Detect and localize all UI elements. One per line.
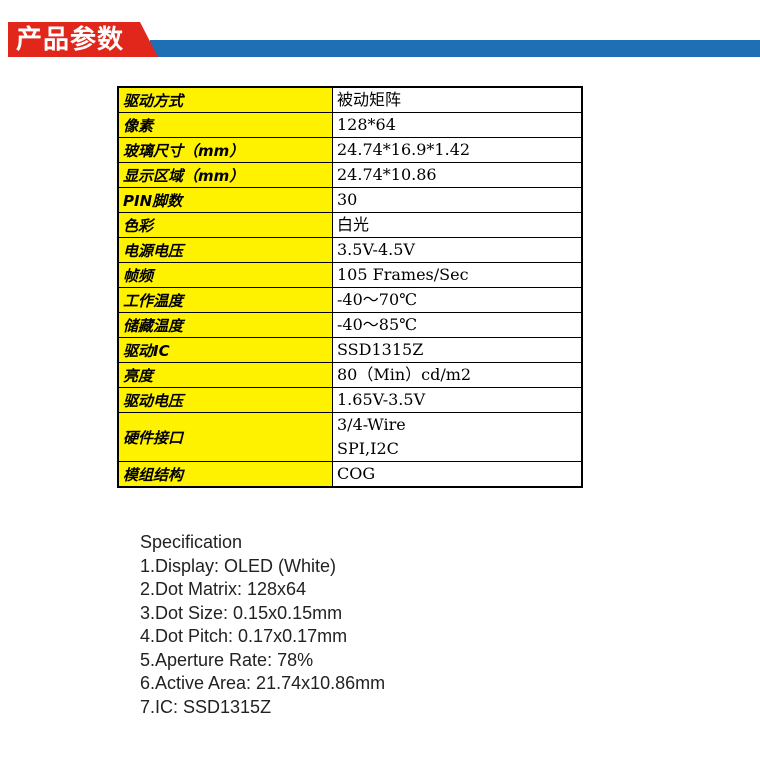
spec-label: 驱动IC (117, 337, 333, 363)
spec-label: 显示区域（mm） (117, 162, 333, 188)
spec-value: COG (332, 461, 583, 488)
spec-value: 3.5V-4.5V (332, 237, 583, 263)
spec-value-line: 3/4-Wire (337, 415, 406, 434)
spec-value-line: 1.65V-3.5V (337, 390, 426, 409)
spec-value: -40～70℃ (332, 287, 583, 313)
spec-label: 亮度 (117, 362, 333, 388)
spec-label: 工作温度 (117, 287, 333, 313)
table-row: 显示区域（mm）24.74*10.86 (117, 162, 583, 188)
spec-label: 帧频 (117, 262, 333, 288)
spec-item: 1.Display: OLED (White) (140, 555, 337, 576)
spec-item: 5.Aperture Rate: 78% (140, 649, 314, 670)
spec-item: 6.Active Area: 21.74x10.86mm (140, 673, 386, 693)
specification-heading: Specification (140, 532, 243, 552)
spec-label: 模组结构 (117, 461, 333, 488)
spec-value: 24.74*16.9*1.42 (332, 137, 583, 163)
spec-value: 105 Frames/Sec (332, 262, 583, 288)
spec-item: 2.Dot Matrix: 128x64 (140, 579, 307, 599)
spec-label: 驱动电压 (117, 387, 333, 413)
spec-label: 色彩 (117, 212, 333, 238)
spec-item: 3.Dot Size: 0.15x0.15mm (140, 602, 343, 623)
spec-value-line: 白光 (337, 215, 370, 234)
table-row: 驱动方式被动矩阵 (117, 86, 583, 113)
page-title: 产品参数 (16, 25, 125, 55)
spec-value-line: 30 (337, 190, 358, 209)
spec-value: 80（Min）cd/m2 (332, 362, 583, 388)
spec-value-line: 128*64 (337, 115, 396, 134)
header-banner: 产品参数 (0, 22, 760, 62)
spec-label: 硬件接口 (117, 412, 333, 462)
spec-label: PIN脚数 (117, 187, 333, 213)
spec-label: 电源电压 (117, 237, 333, 263)
table-row: 工作温度-40～70℃ (117, 287, 583, 313)
spec-value-line: -40～85℃ (337, 315, 418, 334)
spec-value-line: 3.5V-4.5V (337, 240, 415, 259)
spec-label: 玻璃尺寸（mm） (117, 137, 333, 163)
spec-value: SSD1315Z (332, 337, 583, 363)
spec-item: 4.Dot Pitch: 0.17x0.17mm (140, 626, 348, 646)
spec-value-line: 80（Min）cd/m2 (337, 365, 472, 384)
spec-value: 30 (332, 187, 583, 213)
table-row: 储藏温度-40～85℃ (117, 312, 583, 338)
spec-value-line: 被动矩阵 (337, 90, 402, 109)
spec-value: 128*64 (332, 112, 583, 138)
spec-value-line: 105 Frames/Sec (337, 265, 469, 284)
spec-value: 白光 (332, 212, 583, 238)
spec-value: 24.74*10.86 (332, 162, 583, 188)
header-tab (8, 22, 158, 57)
spec-value: 被动矩阵 (332, 86, 583, 113)
spec-value: 1.65V-3.5V (332, 387, 583, 413)
spec-value-line: 24.74*10.86 (337, 165, 437, 184)
spec-label: 储藏温度 (117, 312, 333, 338)
spec-value: -40～85℃ (332, 312, 583, 338)
spec-value-line: 24.74*16.9*1.42 (337, 140, 471, 159)
spec-value-line: COG (337, 464, 376, 483)
header-stripe (150, 40, 760, 57)
spec-label: 像素 (117, 112, 333, 138)
spec-item: 7.IC: SSD1315Z (140, 696, 272, 717)
table-row: 色彩白光 (117, 212, 583, 238)
spec-value-line: SSD1315Z (337, 340, 424, 359)
spec-value-line: -40～70℃ (337, 290, 418, 309)
spec-label: 驱动方式 (117, 86, 333, 113)
spec-value-line: SPI,I2C (337, 439, 399, 458)
table-row: 玻璃尺寸（mm）24.74*16.9*1.42 (117, 137, 583, 163)
specification-list: Specification 1.Display: OLED (White) 2.… (140, 531, 385, 719)
